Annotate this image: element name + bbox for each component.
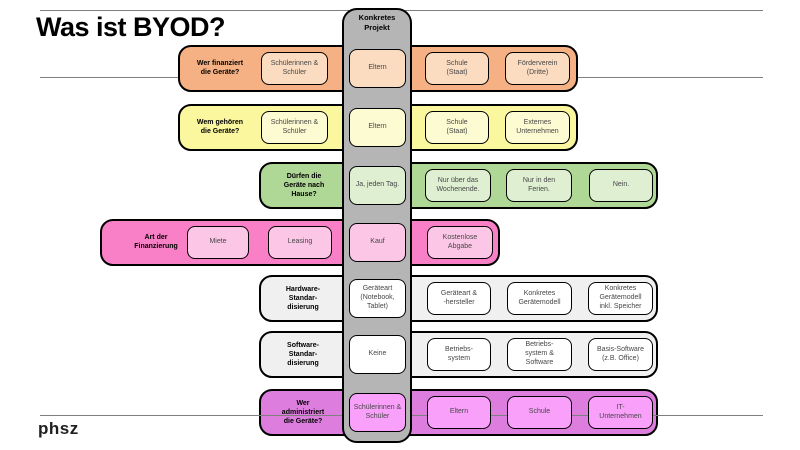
option-r5-geraeteart-hersteller: Geräteart & -hersteller (427, 282, 491, 315)
option-r3-wochenende: Nur über das Wochenende. (425, 169, 491, 202)
option-r3-nein: Nein. (589, 169, 653, 202)
option-r2-eltern-selected: Eltern (349, 108, 406, 147)
option-r1-schuelerinnen-schueler: Schülerinnen & Schüler (261, 52, 328, 85)
row-label-administriert: Wer administriert die Geräte? (281, 400, 325, 426)
option-r5-geraetemodell: Konkretes Gerätemodell (507, 282, 572, 315)
option-r6-betriebssystem: Betriebs- system (427, 338, 491, 371)
phsz-logo: phsz (38, 419, 79, 438)
option-r1-foerderverein: Förderverein (Dritte) (505, 52, 570, 85)
option-r6-basis-software: Basis-Software (z.B. Office) (588, 338, 653, 371)
row-label-hardware: Hardware- Standar- disierung (285, 286, 321, 312)
option-r4-miete: Miete (187, 226, 249, 259)
option-r1-schule-staat: Schule (Staat) (425, 52, 489, 85)
option-r7-eltern: Eltern (427, 396, 491, 429)
row-label-wem-gehoeren: Wem gehören die Geräte? (196, 119, 244, 136)
option-r7-schule: Schule (507, 396, 572, 429)
option-r4-leasing: Leasing (268, 226, 332, 259)
option-r2-schuelerinnen-schueler: Schülerinnen & Schüler (261, 111, 328, 144)
page-title: Was ist BYOD? (36, 12, 226, 42)
option-r5-geraeteart-selected: Geräteart (Notebook, Tablet) (349, 279, 406, 318)
option-r7-it-unternehmen: IT- Unternehmen (588, 396, 653, 429)
option-r4-kauf-selected: Kauf (349, 223, 406, 262)
option-r2-externes-unternehmen: Externes Unternehmen (505, 111, 570, 144)
konkretes-projekt-header: Konkretes Projekt (358, 13, 396, 33)
row-label-software: Software- Standar- disierung (287, 342, 319, 368)
option-r3-ja-jeden-tag-selected: Ja, jeden Tag. (349, 166, 406, 205)
option-r2-schule-staat: Schule (Staat) (425, 111, 489, 144)
option-r6-betriebssystem-software: Betriebs- system & Software (507, 338, 572, 371)
row-label-finanzierung: Art der Finanzierung (134, 234, 178, 251)
option-r7-schuelerinnen-schueler-selected: Schülerinnen & Schüler (349, 393, 406, 432)
option-r3-ferien: Nur in den Ferien. (506, 169, 572, 202)
option-r5-geraetemodell-speicher: Konkretes Gerätemodell inkl. Speicher (588, 282, 653, 315)
option-r6-keine-selected: Keine (349, 335, 406, 374)
option-r1-eltern-selected: Eltern (349, 49, 406, 88)
row-label-wer-finanziert: Wer finanziert die Geräte? (196, 60, 244, 77)
option-r4-kostenlose-abgabe: Kostenlose Abgabe (427, 226, 493, 259)
row-label-nach-hause: Dürfen die Geräte nach Hause? (283, 173, 325, 199)
